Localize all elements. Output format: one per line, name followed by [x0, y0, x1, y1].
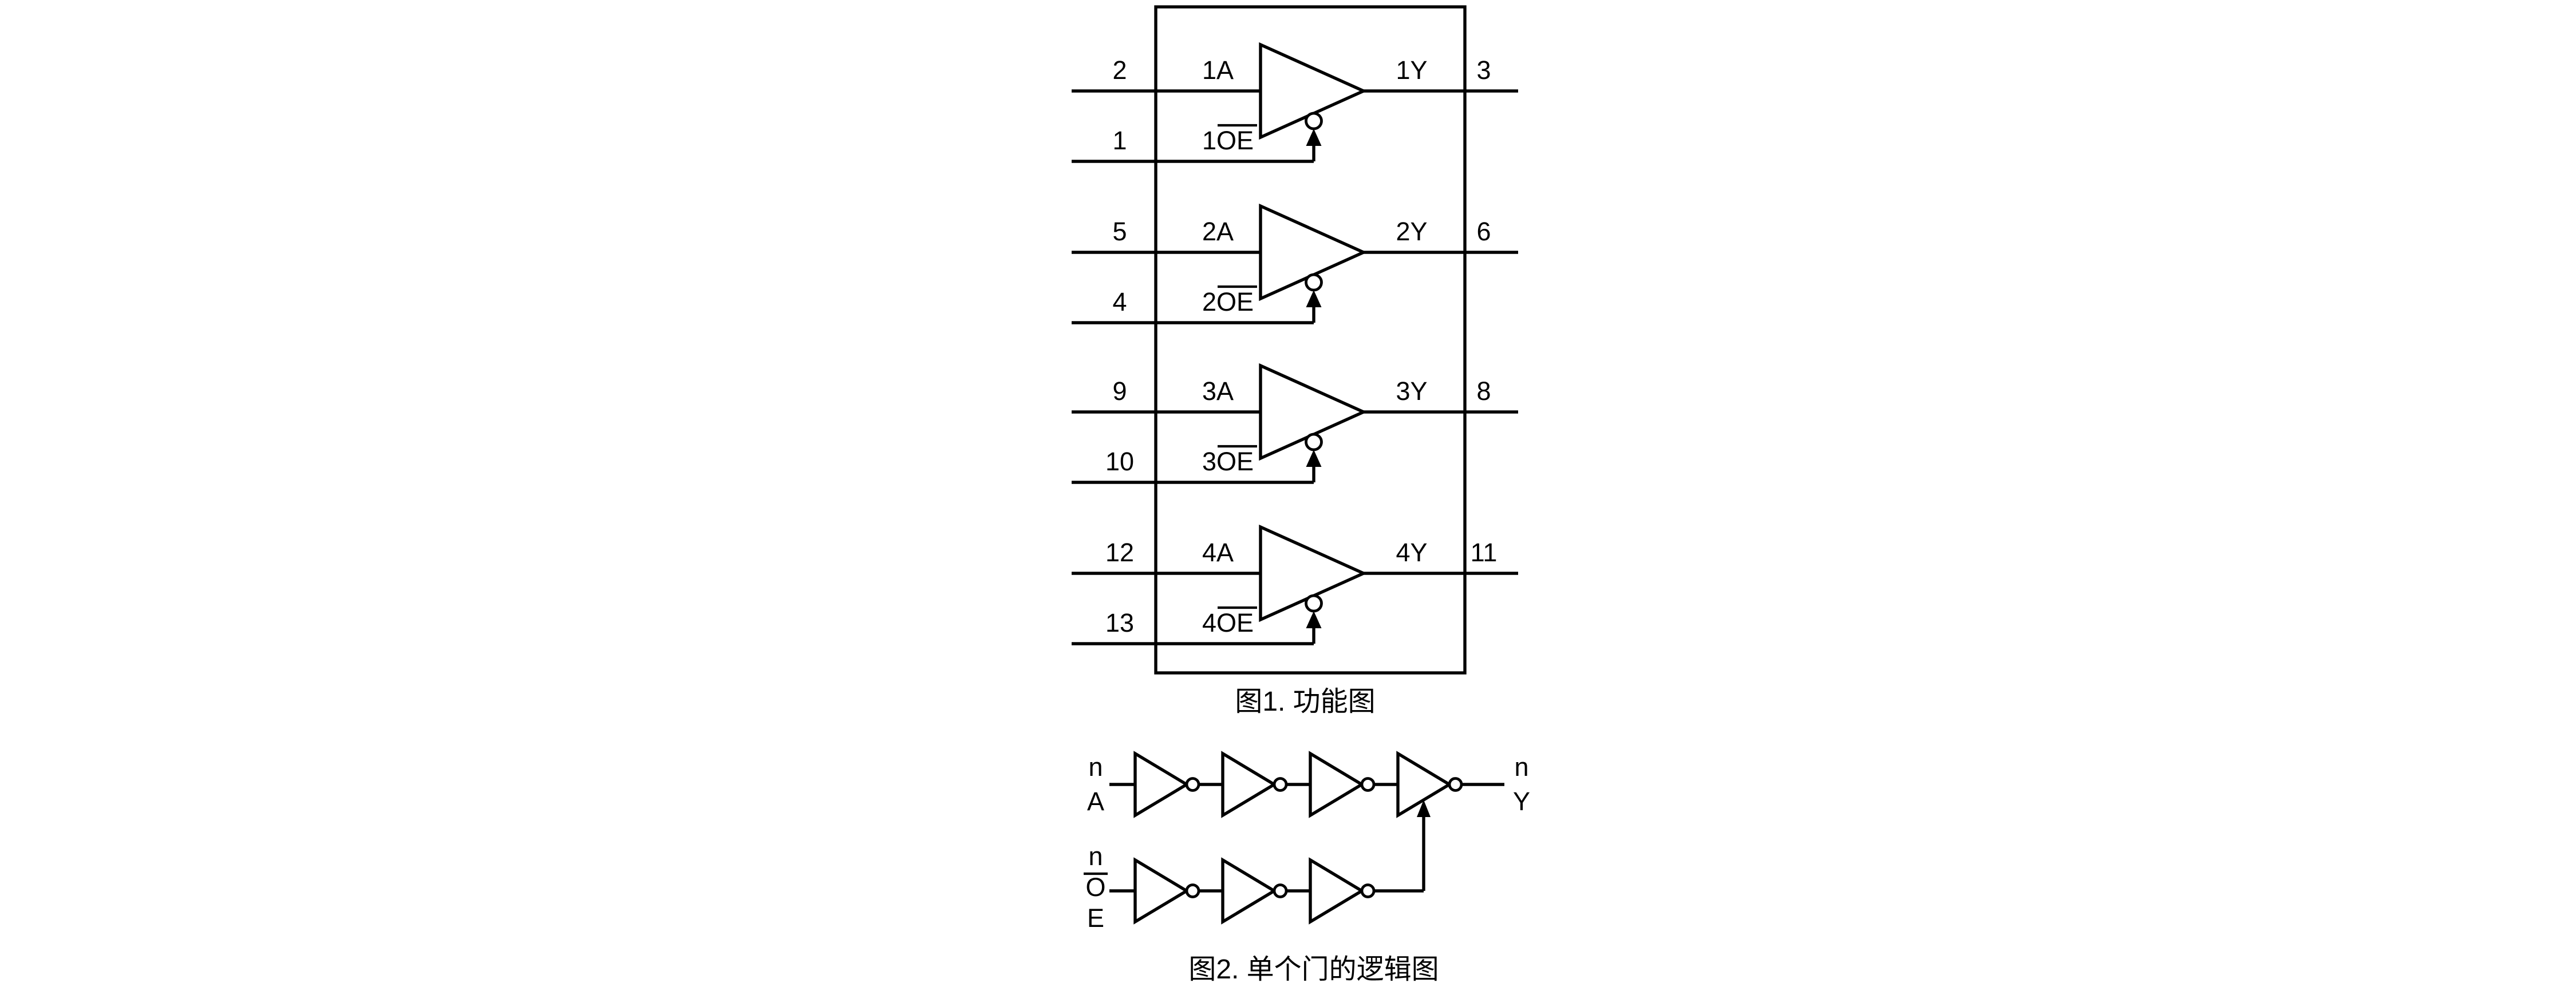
input-pin-number: 2 — [1112, 56, 1127, 85]
output-pin-number: 11 — [1471, 538, 1498, 567]
buffer-channel-2: 5 2A 4 2OE 2Y 6 — [1072, 203, 1518, 324]
input-pin-number: 9 — [1112, 376, 1127, 406]
input-pin-number: 5 — [1112, 217, 1127, 246]
output-label: 3Y — [1396, 376, 1427, 406]
inverter-triangle-1 — [1133, 857, 1190, 925]
output-label-y: Y — [1513, 787, 1530, 816]
oe-label: 4OE — [1202, 608, 1254, 637]
oe-inversion-bubble — [1305, 112, 1323, 130]
figure2-caption: 图2. 单个门的逻辑图 — [1188, 954, 1439, 985]
input-pin-number: 12 — [1105, 538, 1134, 567]
oe-input-label-o: O — [1085, 873, 1105, 902]
oe-inversion-bubble — [1305, 594, 1323, 613]
oe-arrowhead — [1306, 450, 1322, 467]
data-input-label-a: A — [1087, 787, 1104, 816]
figure2-single-gate-logic: n A n Y n O E — [1084, 751, 1530, 985]
oe-arrowhead — [1306, 290, 1322, 307]
chip-outline — [1154, 5, 1467, 675]
input-label: 4A — [1202, 538, 1234, 567]
oe-input-label-e: E — [1087, 903, 1104, 933]
enable-path-row: n O E — [1084, 800, 1431, 933]
oe-pin-number: 1 — [1112, 126, 1127, 155]
oe-label: 2OE — [1202, 287, 1254, 316]
output-label: 4Y — [1396, 538, 1427, 567]
inverter-bubble-1 — [1185, 777, 1200, 792]
inverter-triangle-3 — [1309, 857, 1365, 925]
oe-pin-number: 4 — [1112, 287, 1127, 316]
buffer-channel-4: 12 4A 13 4OE 4Y 11 — [1072, 524, 1518, 645]
output-label: 2Y — [1396, 217, 1427, 246]
oe-pin-number: 13 — [1105, 608, 1134, 637]
inverter-bubble-2 — [1273, 777, 1288, 792]
data-path-row: n A n Y — [1087, 751, 1530, 818]
input-label: 3A — [1202, 376, 1234, 406]
oe-arrowhead — [1306, 129, 1322, 146]
inverter-triangle-2 — [1221, 751, 1278, 818]
input-label: 2A — [1202, 217, 1234, 246]
output-pin-number: 6 — [1476, 217, 1491, 246]
oe-input-label-n: n — [1088, 842, 1103, 871]
output-pin-number: 8 — [1476, 376, 1491, 406]
inverter-bubble-3 — [1360, 777, 1376, 792]
oe-pin-number: 10 — [1105, 447, 1134, 476]
figure1-caption: 图1. 功能图 — [1235, 687, 1375, 717]
oe-arrowhead — [1306, 611, 1322, 628]
inverter-bubble-1 — [1185, 883, 1200, 898]
oe-label: 1OE — [1202, 126, 1254, 155]
output-label: 1Y — [1396, 56, 1427, 85]
inverter-bubble-3 — [1360, 883, 1376, 898]
data-input-label-n: n — [1088, 752, 1103, 782]
oe-label: 3OE — [1202, 447, 1254, 476]
output-stage-bubble — [1448, 777, 1463, 792]
buffer-channel-3: 9 3A 10 3OE 3Y 8 — [1072, 363, 1518, 484]
oe-inversion-bubble — [1305, 433, 1323, 451]
figure1-functional-diagram: 2 1A 1 1OE 1Y 3 5 2A 4 2OE 2Y 6 — [1072, 5, 1518, 717]
input-label: 1A — [1202, 56, 1234, 85]
output-pin-number: 3 — [1476, 56, 1491, 85]
buffer-channel-1: 2 1A 1 1OE 1Y 3 — [1072, 42, 1518, 163]
inverter-triangle-1 — [1133, 751, 1190, 818]
oe-inversion-bubble — [1305, 273, 1323, 292]
enable-arrowhead — [1417, 800, 1431, 817]
output-label-n: n — [1514, 752, 1528, 782]
inverter-triangle-3 — [1309, 751, 1365, 818]
inverter-bubble-2 — [1273, 883, 1288, 898]
inverter-triangle-2 — [1221, 857, 1278, 925]
